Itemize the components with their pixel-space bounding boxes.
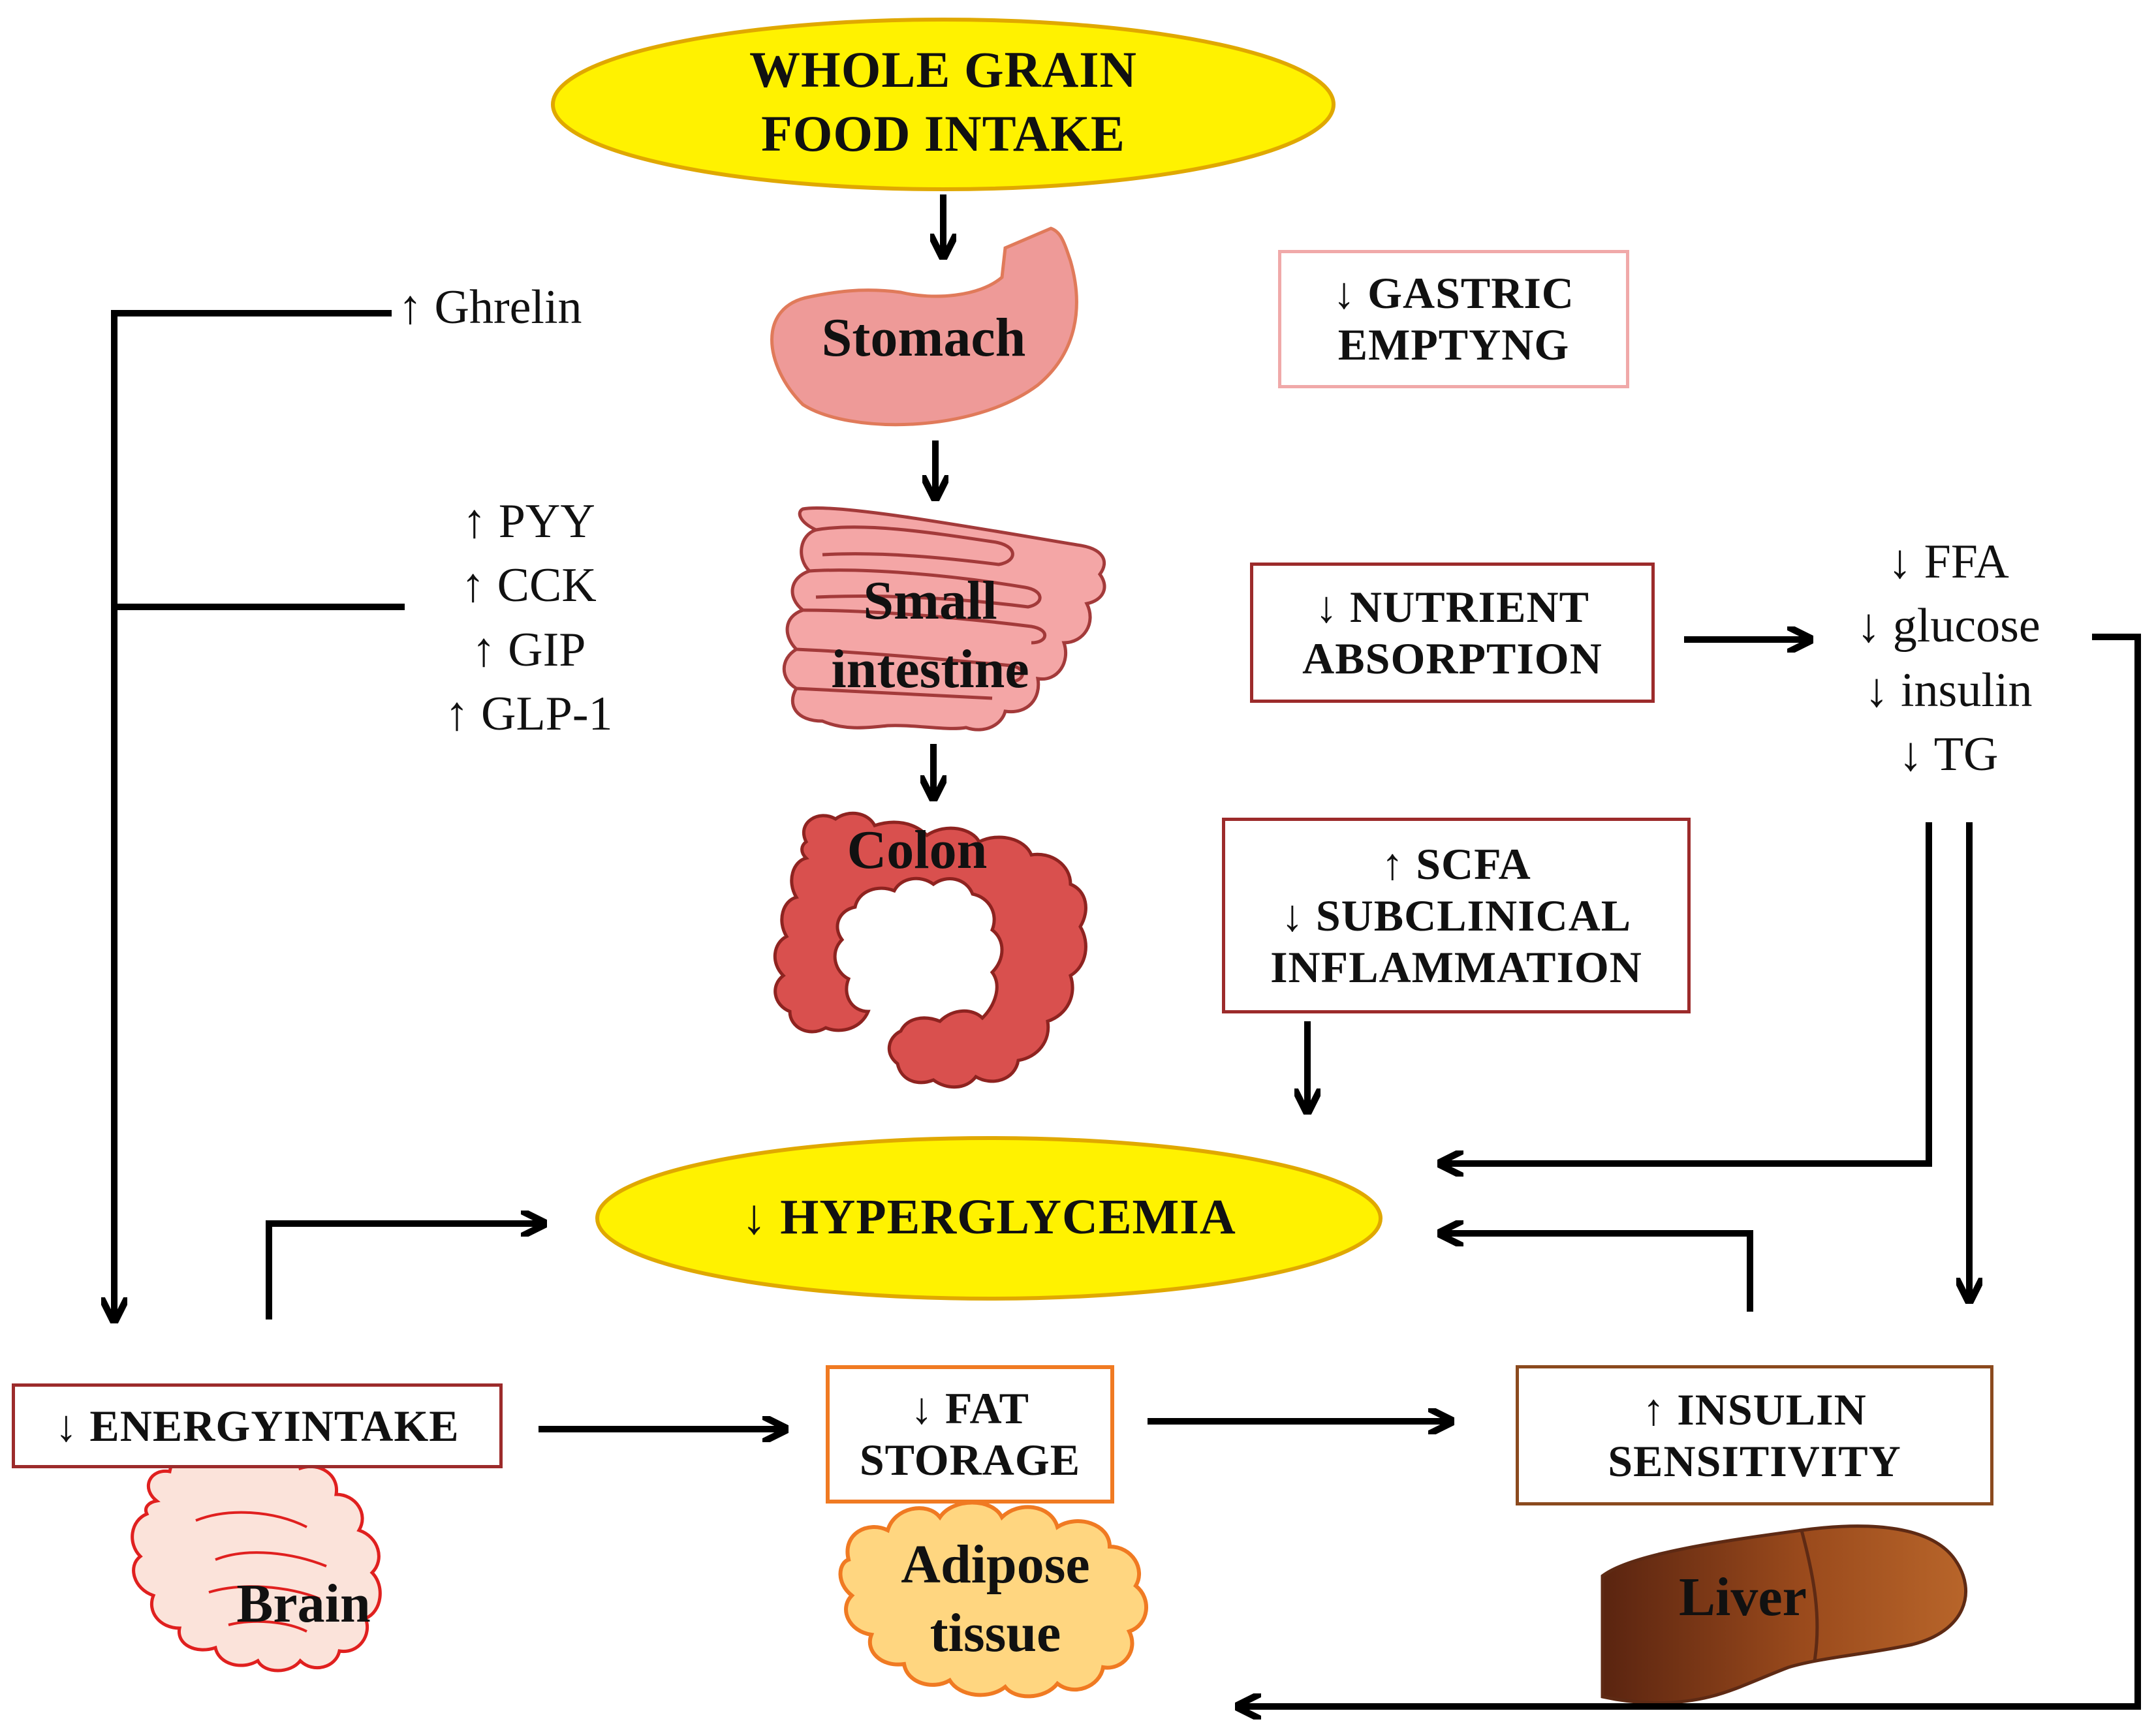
fat-storage-box: ↓ FAT STORAGE	[826, 1365, 1114, 1504]
scfa-inflammation-box: ↑ SCFA ↓ SUBCLINICAL INFLAMMATION	[1222, 818, 1691, 1013]
small-intestine-line-2: intestine	[831, 639, 1029, 700]
energy-line: ↓ ENERGYINTAKE	[55, 1400, 460, 1451]
gastric-line-2: EMPTYNG	[1337, 320, 1570, 369]
colon-label: Colon	[847, 820, 988, 880]
insulin-sensitivity-box: ↑ INSULIN SENSITIVITY	[1516, 1365, 1993, 1505]
gut-hormones-list: ↑ PYY ↑ CCK ↑ GIP ↑ GLP-1	[418, 489, 640, 747]
hyperglycemia-label: ↓ HYPERGLYCEMIA	[742, 1190, 1236, 1244]
small-intestine-label: Small intestine	[783, 566, 1077, 703]
nutrient-absorption-box: ↓ NUTRIENT ABSORPTION	[1250, 563, 1655, 703]
ghrelin-label: ↑ Ghrelin	[398, 281, 582, 334]
scfa-line-3: INFLAMMATION	[1270, 942, 1642, 992]
glucose-label: ↓ glucose	[1856, 599, 2040, 653]
small-intestine-line-1: Small	[863, 570, 997, 631]
scfa-line-2: ↓ SUBCLINICAL	[1281, 890, 1632, 940]
adipose-label: Adipose tissue	[855, 1530, 1136, 1667]
gastric-line-1: ↓ GASTRIC	[1333, 268, 1574, 318]
fat-line-2: STORAGE	[859, 1435, 1081, 1485]
liver-label: Liver	[1679, 1567, 1807, 1628]
energy-intake-box: ↓ ENERGYINTAKE	[12, 1383, 503, 1468]
cck-label: ↑ CCK	[461, 559, 597, 613]
fat-line-1: ↓ FAT	[911, 1383, 1029, 1433]
title-line-2: FOOD INTAKE	[761, 104, 1125, 162]
nutrient-line-1: ↓ NUTRIENT	[1315, 581, 1589, 632]
gastric-emptying-box: ↓ GASTRIC EMPTYNG	[1278, 250, 1629, 388]
scfa-line-1: ↑ SCFA	[1381, 839, 1531, 889]
liver-shape	[1601, 1524, 1967, 1705]
pyy-label: ↑ PYY	[462, 495, 595, 548]
nutrient-line-2: ABSORPTION	[1302, 633, 1602, 683]
insulin-level-label: ↓ insulin	[1864, 663, 2033, 717]
whole-grain-title: WHOLE GRAIN FOOD INTAKE	[747, 38, 1139, 165]
tg-label: ↓ TG	[1898, 728, 1999, 782]
gip-label: ↑ GIP	[471, 623, 586, 677]
adipose-line-2: tissue	[930, 1603, 1061, 1663]
whole-grain-ellipse	[551, 18, 1336, 191]
title-line-1: WHOLE GRAIN	[749, 41, 1137, 98]
small-intestine-shape	[782, 506, 1106, 732]
glp1-label: ↑ GLP-1	[445, 687, 613, 741]
adipose-line-1: Adipose	[901, 1534, 1090, 1595]
brain-label: Brain	[236, 1573, 371, 1634]
hyperglycemia-ellipse	[595, 1136, 1383, 1301]
ffa-label: ↓ FFA	[1888, 535, 2009, 589]
colon-shape	[773, 811, 1087, 1089]
insulin-line-1: ↑ INSULIN	[1642, 1384, 1867, 1434]
metabolites-list: ↓ FFA ↓ glucose ↓ insulin ↓ TG	[1811, 530, 2086, 787]
connector-lines	[114, 194, 2141, 1706]
stomach-label: Stomach	[821, 307, 1026, 368]
insulin-line-2: SENSITIVITY	[1608, 1436, 1901, 1486]
stomach-shape	[770, 226, 1078, 427]
